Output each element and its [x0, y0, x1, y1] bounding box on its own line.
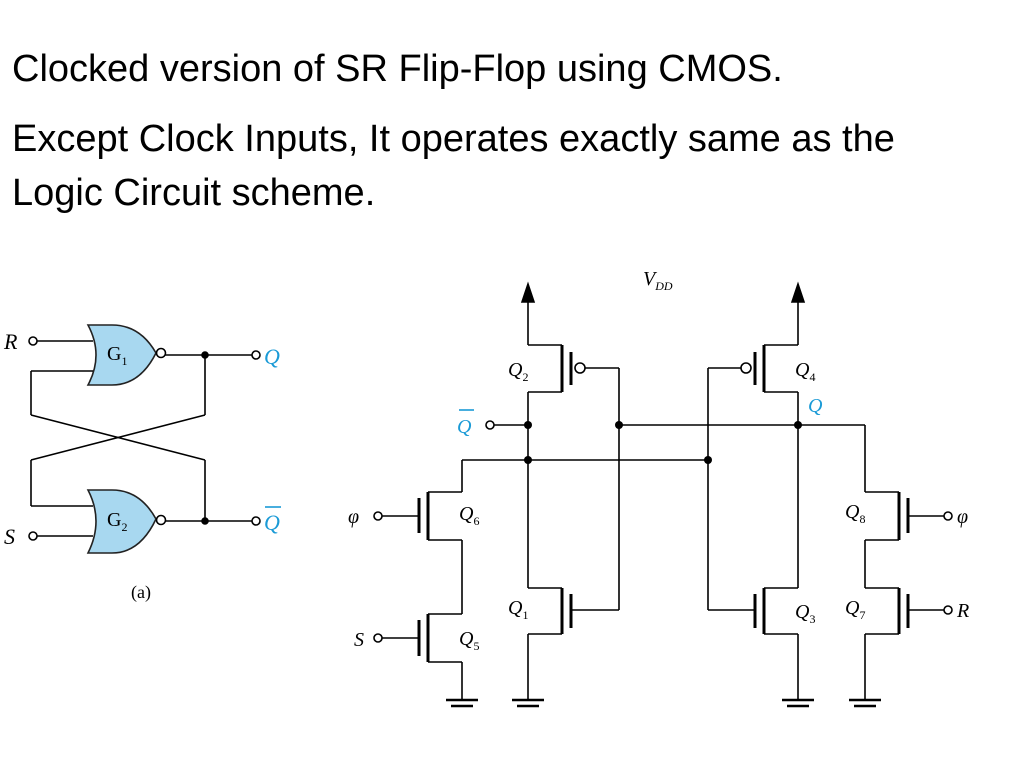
label-q4: Q4	[795, 359, 815, 384]
label-s-input: S	[4, 524, 15, 549]
label-q-node: Q	[808, 395, 823, 417]
label-g1: G1	[107, 343, 127, 368]
slide-body-text: Except Clock Inputs, It operates exactly…	[12, 118, 895, 214]
label-q5: Q5	[459, 628, 479, 653]
label-q3: Q3	[795, 601, 815, 626]
label-phi-right: φ	[957, 506, 968, 528]
label-g2: G2	[107, 509, 127, 534]
label-qbar-node: Q	[457, 416, 472, 438]
label-s-gate: S	[354, 629, 364, 651]
label-q8: Q8	[845, 501, 865, 526]
label-q6: Q6	[459, 503, 479, 528]
label-vdd: VDD	[643, 268, 673, 293]
label-q1: Q1	[508, 597, 528, 622]
caption-a: (a)	[131, 582, 151, 603]
label-q2: Q2	[508, 359, 528, 384]
nor-latch-diagram	[28, 324, 261, 554]
label-phi-left: φ	[348, 506, 359, 528]
ground-symbols	[446, 698, 881, 708]
label-r-input: R	[3, 329, 18, 354]
label-q-output: Q	[264, 344, 280, 369]
label-q7: Q7	[845, 597, 865, 622]
slide-title: Clocked version of SR Flip-Flop using CM…	[12, 48, 783, 90]
label-qbar-output: Q	[264, 510, 280, 535]
label-r-gate: R	[956, 600, 969, 622]
nor-gate-g1	[86, 324, 157, 386]
nor-gate-g2	[86, 489, 157, 554]
